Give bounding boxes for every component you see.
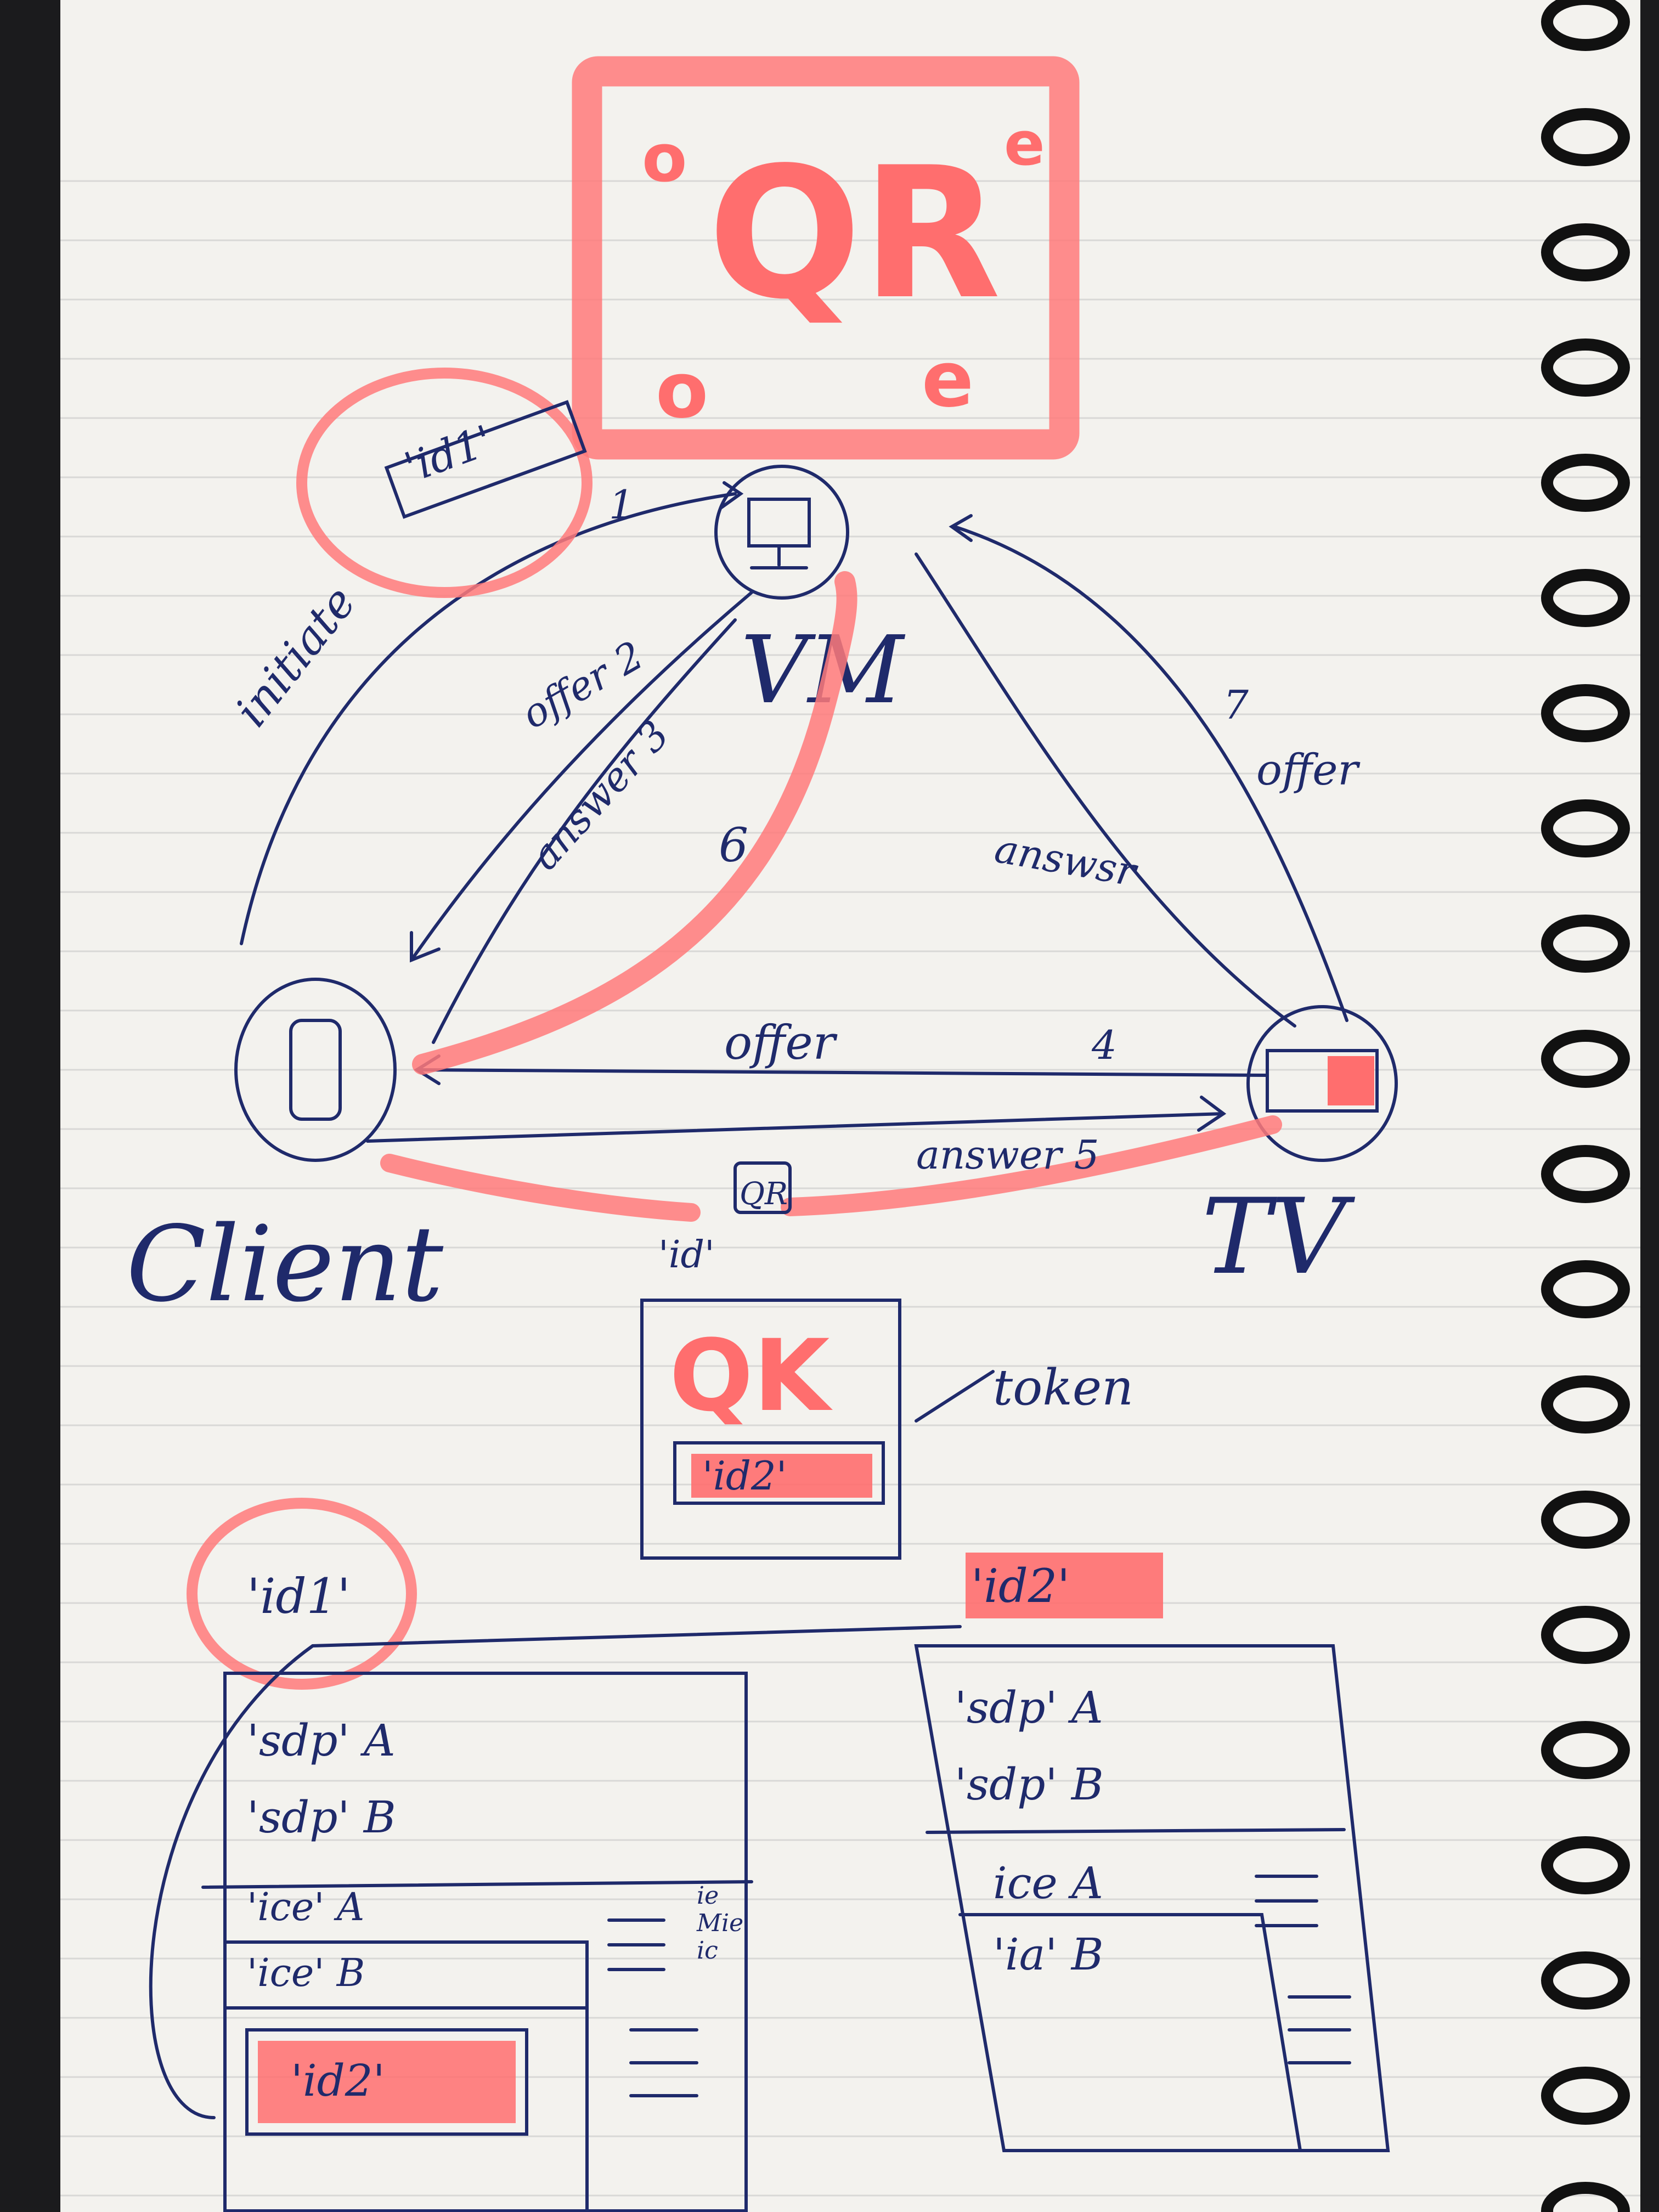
token-pointer (915, 1370, 995, 1423)
answer-arrow-vm-client (410, 591, 753, 962)
id1-tag-box (384, 400, 587, 519)
tv-node: TV (1201, 1005, 1398, 1297)
tv-icon (1266, 1049, 1379, 1113)
phone-icon (289, 1019, 342, 1121)
db-right-key: 'id2' (971, 1559, 1070, 1613)
db-right-frame (914, 1644, 1390, 2152)
id1-highlight-circle (296, 368, 592, 598)
initiate-arrow (240, 492, 737, 945)
step6-highlight (412, 571, 857, 1075)
highlight-paths (187, 368, 1282, 1690)
spiral-ring (1541, 338, 1630, 397)
spiral-binding (1541, 0, 1630, 2212)
spiral-ring (1541, 1375, 1630, 1434)
db-left-row: 'ice' B (247, 1950, 365, 1995)
qr-corner-mark: e (1004, 109, 1045, 179)
offer-arrow-tv-vm (953, 525, 1348, 1022)
answer-vm-tv-label: answsr (991, 825, 1141, 895)
spiral-ring (1541, 1836, 1630, 1894)
ruled-lines (60, 180, 1640, 2197)
token-id-label: 'id2' (702, 1453, 787, 1499)
db-left-note: ie (697, 1882, 719, 1910)
qr-scan-highlight (380, 1115, 1282, 1222)
spiral-ring (1541, 1030, 1630, 1088)
spiral-ring (1541, 223, 1630, 281)
qr-panel-label: QR (708, 128, 1001, 339)
db-right-lines (1255, 1875, 1351, 2064)
qr-panel: QR o o e e (572, 56, 1080, 460)
step6-label: 6 (719, 819, 748, 873)
qr-corner-mark: o (656, 346, 708, 436)
spiral-ring (1541, 799, 1630, 857)
db-right-row: 'sdp' B (955, 1759, 1104, 1810)
db-left-note: ic (697, 1937, 718, 1965)
db-right: 'id2' 'sdp' A 'sdp' B ice A 'ia' B (914, 1553, 1390, 2152)
db-left-key-circle (187, 1498, 417, 1690)
spiral-ring (1541, 108, 1630, 166)
db-left-link (149, 1625, 962, 2119)
db-left: 'id1' 'sdp' A 'sdp' B 'ice' A 'ice' B 'i… (149, 1568, 962, 2212)
client-node: Client (126, 978, 444, 1325)
qr-corner-mark: o (642, 121, 687, 197)
db-left-key: 'id1' (247, 1568, 351, 1624)
db-right-row: ice A (993, 1858, 1103, 1909)
tv-label: TV (1201, 1176, 1356, 1297)
db-left-row: 'id2' (291, 2055, 385, 2106)
offer4-label: offer (724, 1016, 838, 1070)
token-card-frame (640, 1299, 901, 1560)
spiral-ring (1541, 1260, 1630, 1318)
offer7-label: offer (1256, 746, 1361, 795)
small-qr-id: 'id' (658, 1233, 715, 1277)
answer5-label: answer 5 (916, 1132, 1099, 1178)
db-left-row: 'sdp' B (247, 1792, 396, 1843)
answer3-label: answer 3 (521, 712, 678, 878)
computer-icon (747, 498, 811, 548)
small-qr-icon (733, 1161, 792, 1214)
offer7-step: 7 (1223, 682, 1249, 728)
db-right-row: 'ia' B (993, 1929, 1103, 1980)
offer2-label: offer 2 (514, 632, 651, 738)
spiral-ring (1541, 2067, 1630, 2125)
token-card: QK 'id2' token (640, 1299, 1133, 1560)
spiral-ring (1541, 915, 1630, 973)
spiral-ring (1541, 1951, 1630, 2010)
spiral-ring (1541, 1491, 1630, 1549)
db-right-row: 'sdp' A (955, 1682, 1103, 1733)
tv-qr-highlight (1328, 1056, 1374, 1105)
spiral-ring (1541, 1145, 1630, 1203)
small-qr-label: QR (740, 1176, 788, 1212)
initiate-label: initiate (225, 577, 366, 737)
spiral-ring (1541, 1606, 1630, 1664)
spiral-ring (1541, 2182, 1630, 2212)
offer4-step: 4 (1091, 1022, 1117, 1068)
spiral-ring (1541, 684, 1630, 742)
token-annotation: token (993, 1359, 1133, 1417)
answer-arrow-vm-tv (915, 552, 1296, 1028)
arrows (240, 481, 1348, 1143)
db-left-row: 'sdp' A (247, 1715, 396, 1766)
client-label: Client (126, 1204, 444, 1325)
spiral-ring (1541, 0, 1630, 51)
notebook-page: QR o o e e VM Client TV (60, 0, 1640, 2212)
spiral-ring (1541, 569, 1630, 627)
offer-arrow-client-vm (432, 618, 737, 1044)
spiral-ring (1541, 1721, 1630, 1779)
token-qr-label: QK (669, 1319, 833, 1434)
spiral-ring (1541, 454, 1630, 512)
db-left-note: Mie (696, 1909, 743, 1937)
answer-arrow-tv-client (366, 1112, 1225, 1143)
id1-tag-label: 'id1' (398, 415, 499, 492)
db-left-lines (607, 1918, 698, 2097)
initiate-step: 1 (609, 482, 634, 528)
db-left-row: 'ice' A (247, 1884, 364, 1929)
diagram-canvas: QR o o e e VM Client TV (60, 0, 1640, 2212)
qr-corner-mark: e (922, 335, 974, 425)
offer-arrow-client-tv (415, 1068, 1269, 1077)
